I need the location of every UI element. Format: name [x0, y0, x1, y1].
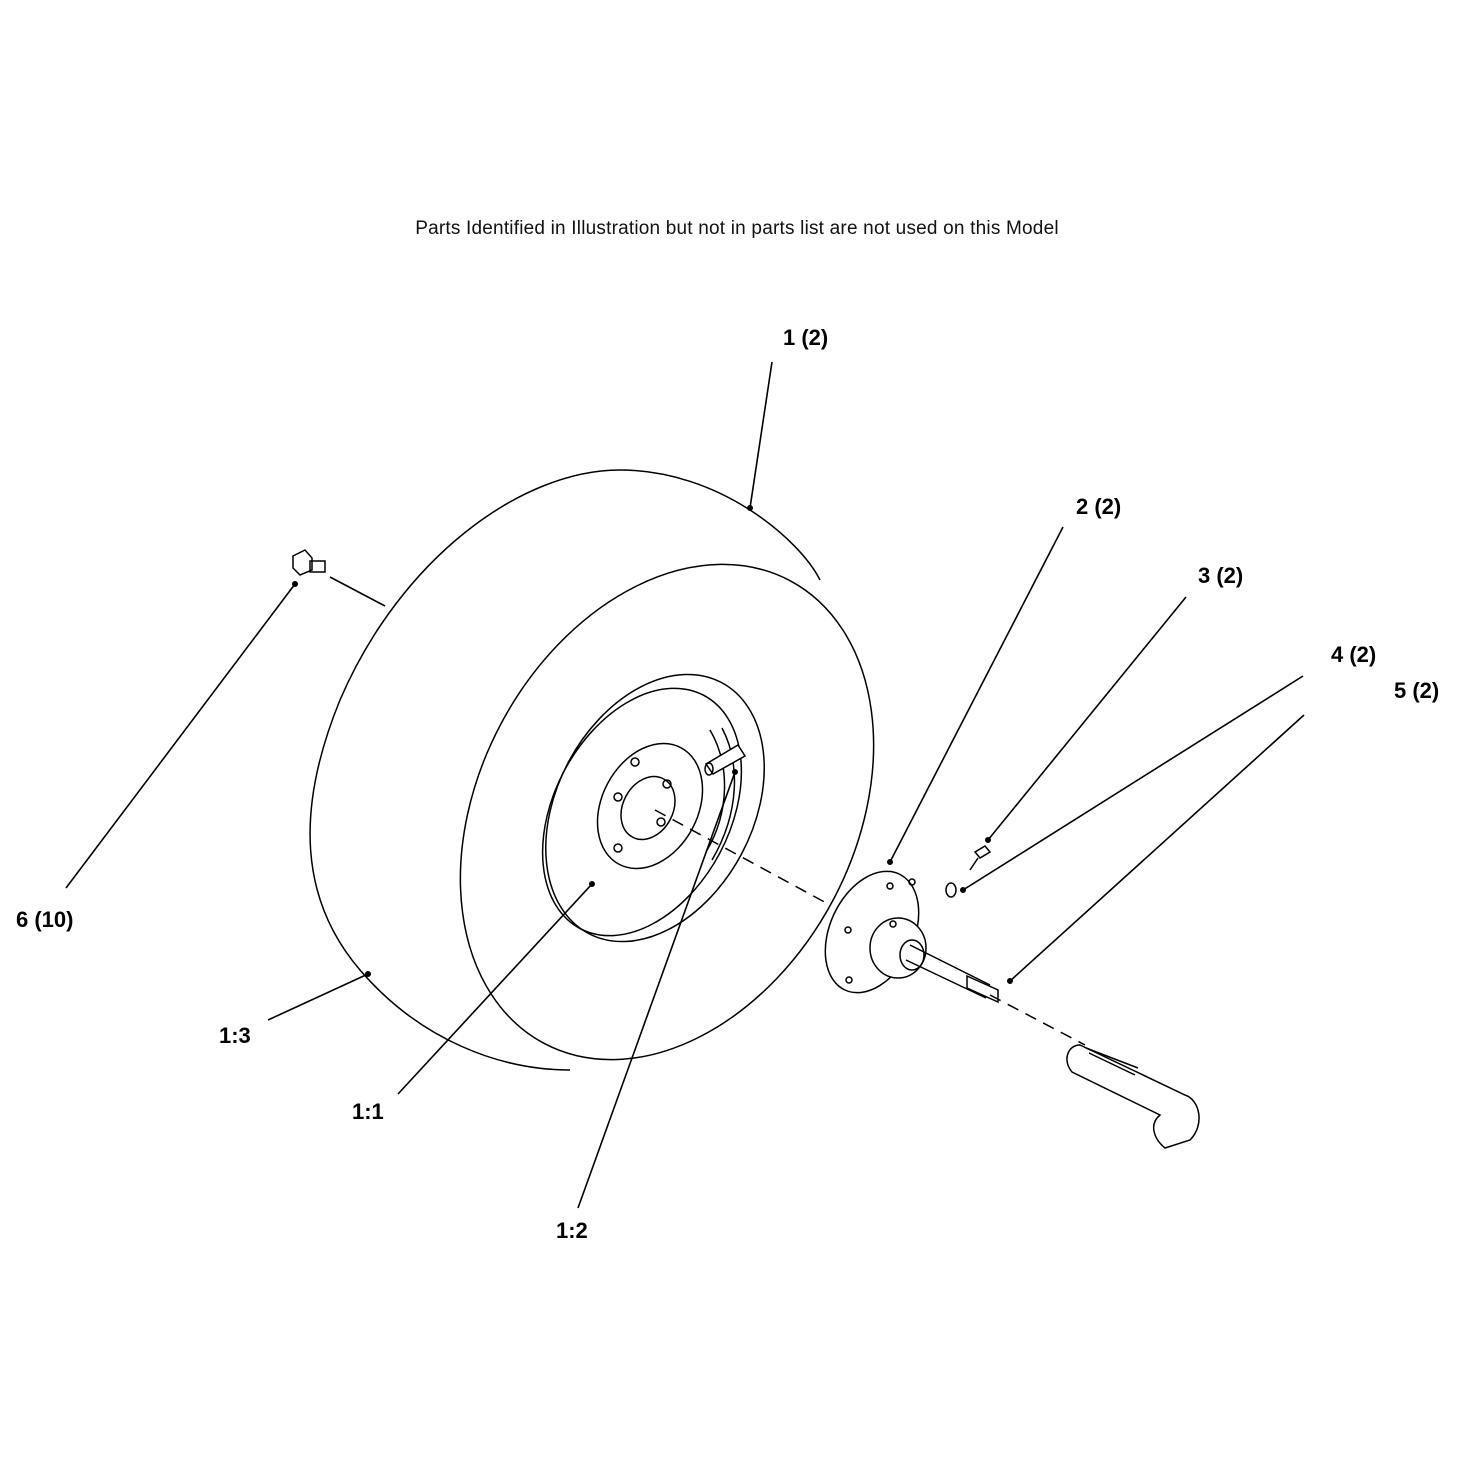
leader-1: [750, 362, 772, 508]
leader-5: [1010, 715, 1304, 981]
grease-fitting: [970, 846, 990, 870]
callout-3: 3 (2): [1198, 563, 1244, 588]
callout-2: 2 (2): [1076, 494, 1122, 519]
leader-6: [66, 584, 295, 888]
leader-6b: [330, 577, 385, 606]
callout-1-1: 1:1: [352, 1099, 384, 1124]
callout-1-3: 1:3: [219, 1023, 251, 1048]
rim: [502, 637, 808, 980]
key: [967, 976, 998, 1002]
axle-shaft: [906, 945, 990, 998]
leader-3: [988, 597, 1186, 840]
callout-4: 4 (2): [1331, 642, 1377, 667]
leader-4: [963, 676, 1303, 890]
callout-6: 6 (10): [16, 907, 74, 932]
callout-1-2: 1:2: [556, 1218, 588, 1243]
callout-1: 1 (2): [783, 325, 829, 350]
assembly-axis-2: [990, 995, 1085, 1045]
callout-5: 5 (2): [1394, 678, 1440, 703]
axle: [1067, 1045, 1199, 1148]
assembly-axis: [655, 810, 830, 905]
valve-stem: [705, 745, 745, 775]
parts-notice: Parts Identified in Illustration but not…: [415, 218, 1059, 239]
leader-1-2: [578, 772, 735, 1208]
leader-2: [890, 527, 1063, 862]
leader-1-1: [398, 884, 592, 1094]
washer: [946, 883, 956, 897]
leader-1-3: [268, 974, 368, 1020]
bolt: [293, 550, 325, 575]
